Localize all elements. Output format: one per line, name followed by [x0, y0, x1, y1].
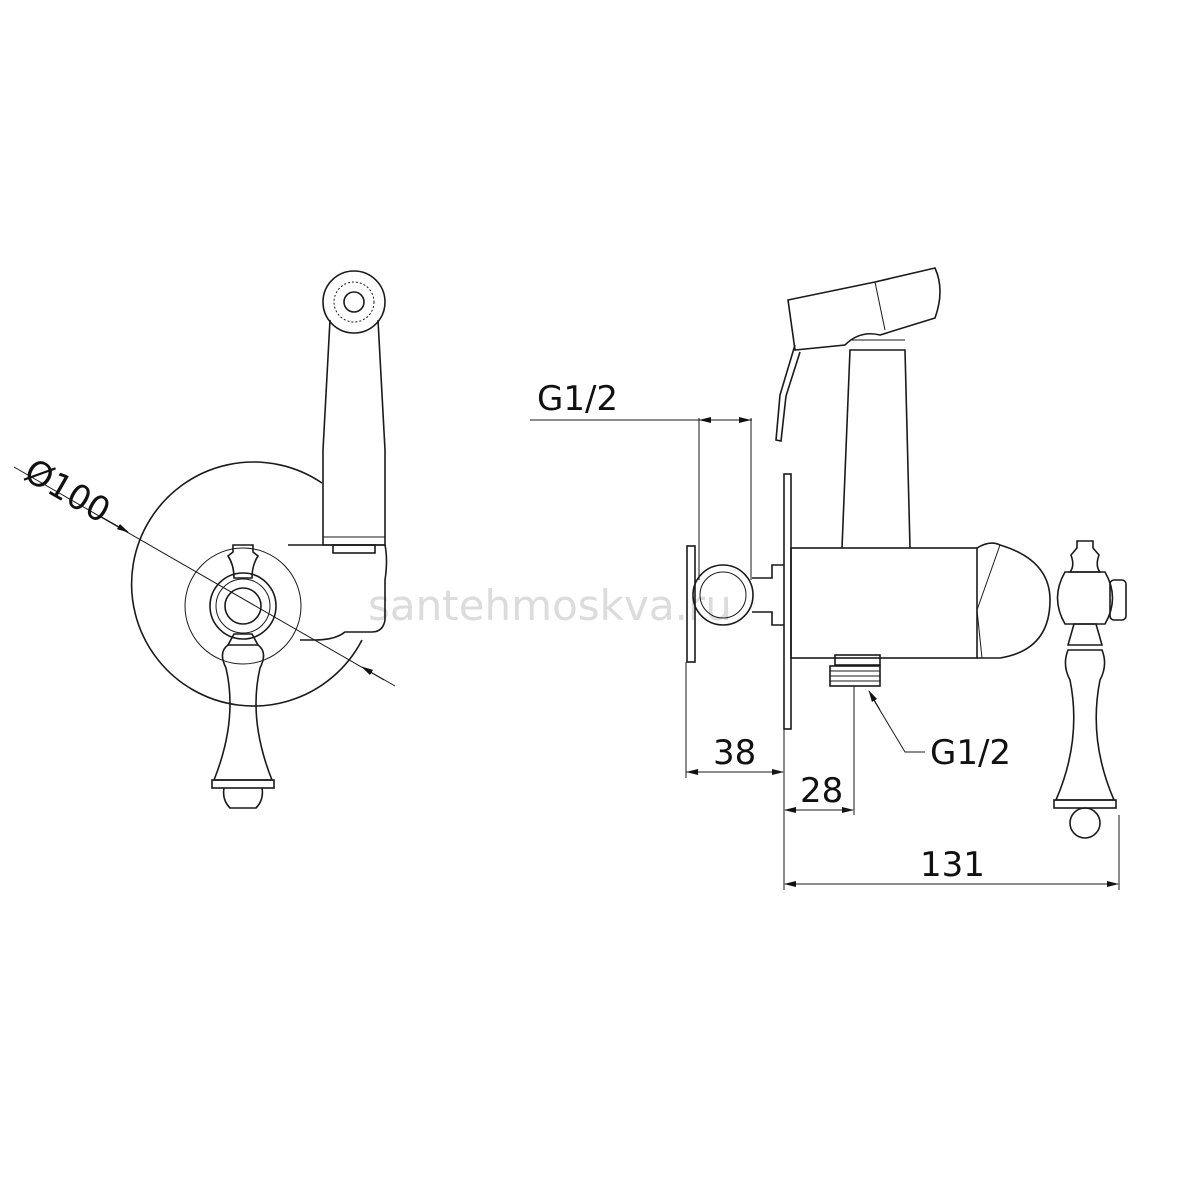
handle-lever — [212, 644, 274, 781]
shower-head-nozzles — [333, 281, 375, 323]
side-handle-lever — [1054, 649, 1116, 801]
side-handle-collar — [1066, 623, 1104, 646]
handle-hub-outer — [209, 572, 277, 640]
side-shower-head — [787, 267, 941, 351]
handle-hub-inner — [224, 587, 262, 625]
side-handle-cap — [1068, 540, 1102, 573]
handle-top-cap — [226, 544, 260, 579]
diameter-label: Ø100 — [18, 451, 117, 531]
wall-plate — [783, 473, 792, 730]
outlet-thread — [829, 665, 881, 687]
dim-131-label: 131 — [920, 845, 985, 885]
shower-trigger — [775, 344, 801, 442]
inlet-connector — [752, 564, 784, 626]
holder-ring — [332, 544, 376, 554]
dim-28-label: 28 — [800, 771, 843, 811]
side-shower-body — [841, 349, 911, 549]
hand-shower-body — [322, 319, 386, 546]
lever-base — [211, 779, 275, 789]
handle-hub-mid — [215, 578, 271, 634]
side-lever-ball — [1069, 807, 1101, 839]
dim-38-label: 38 — [713, 733, 756, 773]
side-handle-hub — [1056, 571, 1114, 625]
body-dome — [976, 542, 1051, 659]
inlet-ring-inner — [699, 571, 747, 619]
outlet-leader — [871, 696, 925, 753]
inlet-thread-label: G1/2 — [537, 379, 618, 419]
shower-holder-bracket — [288, 544, 388, 641]
side-lever-base — [1053, 799, 1117, 809]
mixer-body — [790, 547, 978, 659]
side-view: G1/2 38 28 131 G1/2 — [530, 267, 1127, 890]
diameter-line — [13, 466, 385, 681]
wall-rosette-circle — [130, 461, 363, 707]
outlet-thread-label: G1/2 — [930, 733, 1011, 773]
front-view: Ø100 — [13, 270, 396, 809]
inner-flange-circle — [184, 547, 302, 665]
outlet-nut — [834, 654, 881, 666]
shower-head-center — [343, 291, 365, 313]
inlet-ring-outer — [692, 564, 754, 626]
shower-head-outer — [322, 270, 386, 334]
lever-ball — [222, 787, 264, 809]
watermark: santehmoskva.ru — [368, 581, 732, 630]
side-handle-button — [1109, 579, 1127, 621]
